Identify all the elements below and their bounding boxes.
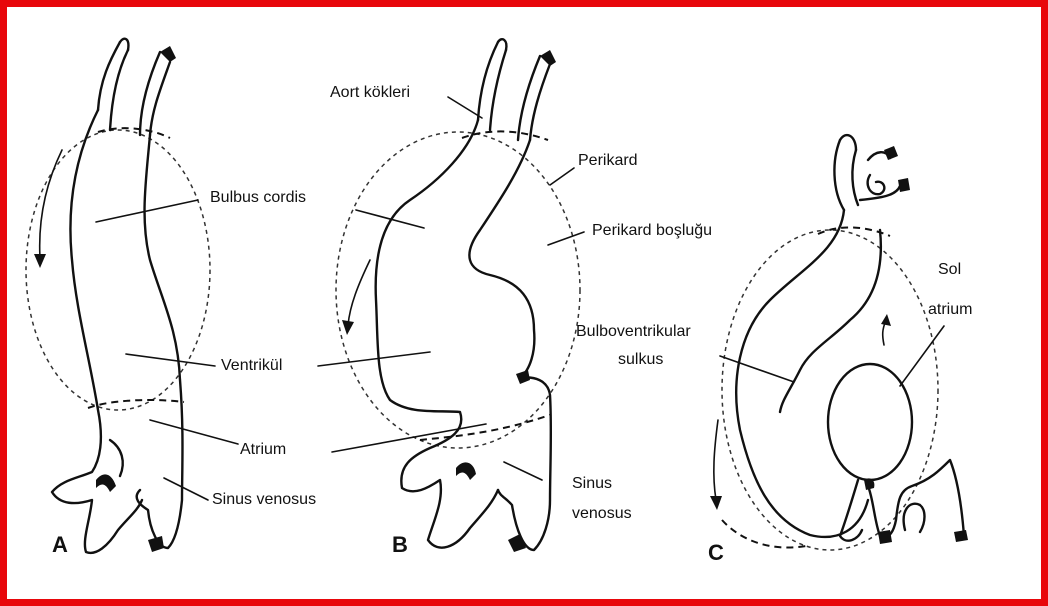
- label-sinus-venosus: Sinus venosus: [212, 491, 316, 508]
- leader-bulbus-b: [356, 210, 424, 228]
- panel-a-letter: A: [52, 532, 68, 557]
- label-sinus-b-line2: venosus: [572, 505, 632, 522]
- leader-lines: [96, 97, 944, 500]
- leader-ventrikul-a: [126, 354, 215, 366]
- panel-c-small-arrowhead: [881, 314, 891, 326]
- panel-a-rotation-arrow: [40, 150, 62, 258]
- panel-c-vein-cap-right: [954, 530, 968, 542]
- panel-a-heart-tube: A: [26, 39, 210, 557]
- leader-sinus-b: [504, 462, 542, 480]
- leader-ventrikul-b: [318, 352, 430, 366]
- panel-c-boundary-top: [818, 227, 890, 236]
- panel-c-aortic-root-left: [834, 140, 858, 210]
- panel-a-boundary-bottom: [88, 400, 184, 408]
- panel-c-boundary-bottom: [722, 520, 806, 548]
- panel-c-sinus-veins: [866, 460, 964, 537]
- leader-bulbus-a: [96, 200, 198, 222]
- label-perikard-boslugu: Perikard boşluğu: [592, 222, 712, 239]
- panel-a-vein-cap-left: [96, 474, 116, 492]
- panel-c-letter: C: [708, 540, 724, 565]
- panel-c-aortic-loop: [868, 175, 885, 194]
- panel-b-sulcus-cap: [516, 370, 530, 384]
- panel-c-heart-loop: C: [708, 135, 968, 565]
- panel-b-aortic-root-right: [518, 56, 550, 140]
- panel-b-pericardium-outline: [336, 132, 580, 448]
- panel-b-arrowhead: [342, 320, 354, 335]
- panel-a-aortic-root-left: [98, 42, 128, 130]
- leader-atrium-a: [150, 420, 238, 444]
- panel-b-boundary-top: [462, 131, 548, 140]
- panel-b-aortic-root-left-cap: [498, 39, 506, 50]
- label-sol-line1: Sol: [938, 261, 961, 278]
- panel-c-bulbus-inner-contour: [780, 230, 881, 412]
- label-ventrikul: Ventrikül: [221, 357, 282, 374]
- panel-b-aortic-root-right-cap: [540, 50, 556, 66]
- panel-b-right-contour: [469, 140, 550, 550]
- panel-c-arrowhead: [710, 496, 722, 510]
- panel-a-aortic-root-left-cap: [120, 39, 128, 50]
- label-bulboventrikular-line2: sulkus: [618, 351, 663, 368]
- panel-a-sinus-fold: [110, 440, 123, 476]
- panel-a-aortic-root-right: [140, 52, 170, 135]
- panel-c-aortic-root-left-cap: [840, 135, 856, 150]
- leader-atrium-b: [332, 424, 486, 452]
- label-atrium: Atrium: [240, 441, 286, 458]
- panel-b-aortic-root-left: [478, 42, 506, 130]
- panel-c-vein-cap-left: [878, 530, 892, 544]
- panel-a-aortic-root-right-cap: [160, 46, 176, 62]
- labels: Aort kökleri Perikard Bulbus cordis Peri…: [210, 84, 972, 522]
- label-aort-kokleri: Aort kökleri: [330, 84, 410, 101]
- panel-c-left-atrium: [828, 364, 912, 480]
- panel-b-letter: B: [392, 532, 408, 557]
- label-bulbus-cordis: Bulbus cordis: [210, 189, 306, 206]
- label-sinus-b-line1: Sinus: [572, 475, 612, 492]
- panel-b-rotation-arrow: [348, 260, 370, 325]
- panel-a-boundary-top: [98, 128, 170, 138]
- leader-aort-kokleri: [448, 97, 482, 118]
- leader-perikard-boslugu: [548, 232, 584, 245]
- label-sol-line2: atrium: [928, 301, 972, 318]
- panel-a-right-contour: [137, 135, 183, 548]
- label-perikard: Perikard: [578, 152, 638, 169]
- panel-b-vein-cap-left: [456, 462, 476, 480]
- leader-sinus-a: [164, 478, 208, 500]
- panel-c-vein-left: [840, 480, 862, 541]
- panel-c-rotation-arrow: [714, 420, 718, 500]
- panel-b-heart-tube: B: [336, 39, 580, 557]
- label-bulboventrikular-line1: Bulboventrikular: [576, 323, 691, 340]
- panel-c-aortic-cap-side: [898, 178, 910, 192]
- leader-sol-atrium: [900, 326, 944, 386]
- leader-perikard: [550, 168, 574, 185]
- panel-a-pericardium-outline: [26, 130, 210, 410]
- leader-bulboventrikular: [720, 356, 794, 382]
- panel-b-left-contour: [376, 120, 498, 548]
- panel-a-arrowhead: [34, 254, 46, 268]
- panel-a-vein-cap-bottom: [148, 536, 164, 552]
- panel-b-vein-cap-bottom: [508, 534, 526, 552]
- panel-b-boundary-bottom: [420, 415, 550, 440]
